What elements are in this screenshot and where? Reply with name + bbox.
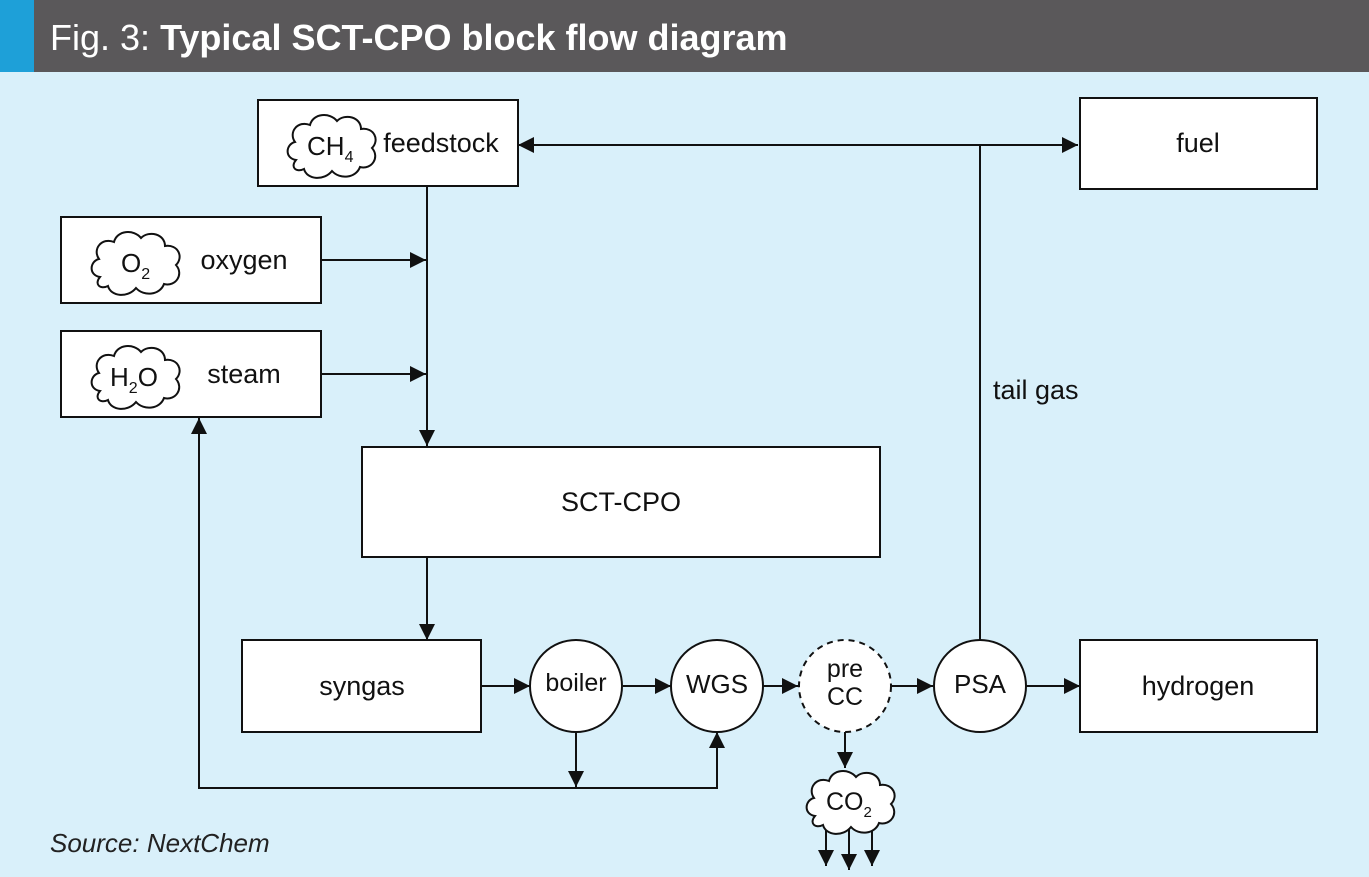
fuel-label: fuel	[1176, 128, 1220, 158]
o2-cloud-icon	[90, 231, 181, 296]
wgs-unit	[670, 639, 764, 733]
source-credit: Source: NextChem	[50, 828, 270, 858]
pre-cc-unit	[798, 639, 892, 733]
figure-title: Fig. 3: Typical SCT-CPO block flow diagr…	[50, 0, 788, 72]
h2o-formula: H2O	[110, 362, 158, 397]
figure-title-text: Typical SCT-CPO block flow diagram	[160, 17, 788, 58]
oxygen-label: oxygen	[200, 245, 287, 275]
pre-cc-label-line2: CC	[827, 683, 863, 711]
fuel-block	[1079, 97, 1318, 190]
sct-cpo-block	[361, 446, 881, 558]
ch4-cloud-icon	[286, 114, 377, 179]
co2-formula: CO2	[826, 788, 872, 821]
figure-header: Fig. 3: Typical SCT-CPO block flow diagr…	[0, 0, 1369, 72]
psa-unit	[933, 639, 1027, 733]
wgs-label: WGS	[686, 669, 748, 699]
ch4-formula: CH4	[307, 131, 354, 166]
co2-cloud-icon	[805, 770, 896, 835]
pre-cc-label-line1: pre	[827, 655, 863, 683]
hydrogen-label: hydrogen	[1142, 671, 1255, 701]
syngas-label: syngas	[319, 671, 405, 701]
sct-cpo-label: SCT-CPO	[561, 487, 681, 517]
o2-formula: O2	[121, 248, 150, 283]
tail-gas-label: tail gas	[993, 375, 1079, 405]
boiler-unit	[529, 639, 623, 733]
steam-label: steam	[207, 359, 281, 389]
header-accent-bar	[0, 0, 34, 72]
hydrogen-block	[1079, 639, 1318, 733]
h2o-cloud-icon	[90, 345, 181, 410]
figure-number: Fig. 3:	[50, 17, 151, 58]
steam-recycle-line	[191, 418, 725, 789]
syngas-block	[241, 639, 482, 733]
feedstock-label: feedstock	[383, 128, 499, 158]
boiler-label: boiler	[545, 669, 606, 697]
psa-label: PSA	[954, 669, 1007, 699]
